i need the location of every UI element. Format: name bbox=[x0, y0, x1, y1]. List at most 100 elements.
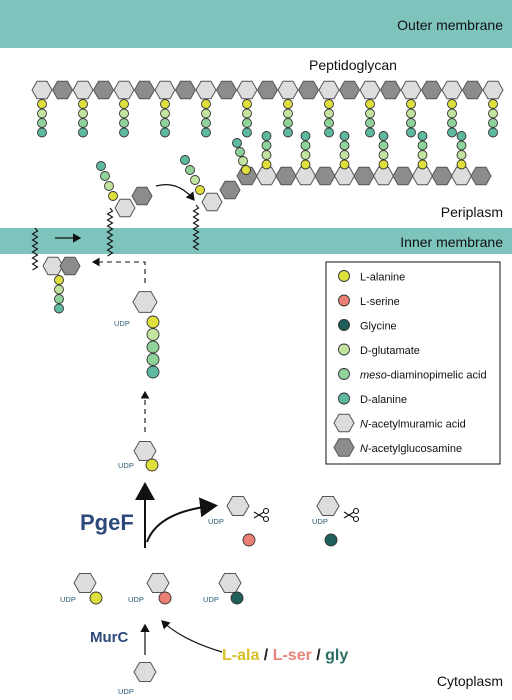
glycine-residue bbox=[324, 533, 338, 547]
stem-peptide-residue bbox=[365, 108, 375, 119]
stem-peptide-residue bbox=[242, 108, 252, 119]
stem-peptide-residue bbox=[488, 108, 498, 119]
murnac-hexagon bbox=[316, 496, 340, 516]
glcnac-hexagon bbox=[297, 80, 320, 100]
murnac-hexagon bbox=[201, 192, 223, 212]
legend-label: N-acetylglucosamine bbox=[360, 443, 462, 455]
legend-label: D-alanine bbox=[360, 394, 407, 406]
stem-peptide-residue bbox=[324, 99, 334, 109]
murnac-hexagon bbox=[294, 166, 317, 186]
amino-acid-substrates: L-ala / L-ser / gly bbox=[222, 647, 348, 664]
murnac-hexagon bbox=[482, 80, 504, 100]
stem-peptide-residue bbox=[180, 155, 190, 165]
lipid-transfer-arrow bbox=[91, 257, 146, 283]
udp-label: UDP bbox=[128, 595, 144, 604]
peptidoglycan-strand bbox=[31, 80, 504, 251]
glcnac-hexagon bbox=[431, 166, 453, 186]
stem-peptide-residue bbox=[447, 127, 457, 138]
amino-acid-label: gly bbox=[325, 647, 348, 664]
murnac-hexagon bbox=[333, 166, 356, 186]
l-serine-residue bbox=[242, 533, 256, 547]
stem-peptide-residue bbox=[119, 127, 129, 138]
stem-peptide-residue bbox=[406, 99, 416, 109]
legend-label: L-alanine bbox=[360, 272, 405, 284]
stem-peptide-residue bbox=[54, 303, 64, 314]
stem-peptide-residue bbox=[365, 118, 375, 128]
legend: L-alanineL-serineGlycineD-glutamatemeso-… bbox=[325, 261, 501, 465]
stem-peptide-residue bbox=[417, 140, 428, 151]
stem-peptide-residue bbox=[119, 108, 129, 119]
udp-label: UDP bbox=[203, 595, 219, 604]
murnac-hexagon bbox=[133, 441, 157, 461]
stem-peptide-residue bbox=[78, 108, 88, 119]
stem-peptide-residue bbox=[324, 127, 334, 138]
stem-peptide-residue bbox=[201, 108, 211, 119]
legend-label: D-glutamate bbox=[360, 345, 420, 357]
stem-peptide-residue bbox=[378, 159, 389, 170]
glcnac-hexagon bbox=[133, 80, 156, 100]
lipid-anchor bbox=[31, 227, 39, 271]
peptidoglycan-label: Peptidoglycan bbox=[309, 57, 397, 73]
stem-peptide-residue bbox=[456, 150, 467, 160]
stem-peptide-residue bbox=[37, 127, 47, 138]
murnac-hexagon bbox=[42, 256, 64, 276]
stem-peptide-residue bbox=[283, 127, 293, 138]
murnac-hexagon bbox=[372, 166, 395, 186]
stem-peptide-residue bbox=[300, 159, 311, 170]
stem-peptide-residue bbox=[456, 131, 467, 141]
stem-peptide-residue bbox=[190, 175, 200, 185]
scissors-icon bbox=[343, 507, 360, 523]
stem-peptide-residue bbox=[185, 165, 195, 175]
stem-peptide-residue bbox=[201, 118, 211, 128]
murnac-hexagon bbox=[236, 80, 258, 100]
glcnac-hexagon bbox=[338, 80, 361, 100]
glcnac-hexagon bbox=[461, 80, 484, 100]
glcnac-hexagon bbox=[392, 166, 414, 186]
stem-peptide-residue bbox=[378, 131, 389, 141]
stem-peptide-residue bbox=[242, 127, 252, 138]
legend-swatch bbox=[333, 413, 355, 433]
stem-peptide-residue bbox=[339, 131, 350, 141]
outer-membrane-label: Outer membrane bbox=[397, 17, 503, 33]
stem-peptide-residue bbox=[339, 150, 350, 160]
glcnac-hexagon bbox=[215, 80, 238, 100]
legend-swatch bbox=[338, 343, 350, 356]
stem-peptide-residue bbox=[37, 99, 47, 109]
stem-peptide-residue bbox=[78, 118, 88, 128]
murnac-hexagon bbox=[132, 291, 158, 313]
stem-peptide-residue bbox=[54, 275, 64, 285]
udp-label: UDP bbox=[312, 517, 328, 526]
stem-peptide-residue bbox=[146, 340, 160, 354]
l-serine-residue bbox=[158, 591, 172, 605]
stem-peptide-residue bbox=[119, 118, 129, 128]
glcnac-hexagon bbox=[379, 80, 402, 100]
glcnac-hexagon bbox=[92, 80, 115, 100]
stem-peptide-residue bbox=[104, 181, 114, 191]
stem-peptide-residue bbox=[406, 118, 416, 128]
murnac-hexagon bbox=[255, 166, 278, 186]
stem-peptide-residue bbox=[37, 108, 47, 119]
stem-peptide-residue bbox=[378, 150, 389, 160]
glcnac-hexagon bbox=[174, 80, 197, 100]
stem-peptide-residue bbox=[195, 185, 205, 195]
stem-peptide-residue bbox=[242, 99, 252, 109]
murnac-hexagon bbox=[441, 80, 463, 100]
glcnac-hexagon bbox=[420, 80, 443, 100]
amino-acid-label: / bbox=[312, 647, 325, 664]
glycine-residue bbox=[230, 591, 244, 605]
lipid-anchor bbox=[106, 207, 114, 257]
stem-peptide-residue bbox=[119, 99, 129, 109]
stem-peptide-residue bbox=[300, 131, 311, 141]
stem-peptide-residue bbox=[324, 118, 334, 128]
stem-peptide-residue bbox=[283, 99, 293, 109]
stem-peptide-residue bbox=[232, 138, 242, 148]
murnac-hexagon bbox=[146, 573, 170, 593]
legend-swatch bbox=[338, 392, 350, 405]
murnac-hexagon bbox=[226, 496, 250, 516]
legend-swatch bbox=[333, 438, 355, 457]
amino-acid-arrow bbox=[161, 620, 223, 653]
stem-peptide-residue bbox=[261, 140, 272, 151]
legend-label: L-serine bbox=[360, 296, 400, 308]
stem-peptide-residue bbox=[108, 191, 118, 201]
legend-label: Glycine bbox=[360, 321, 397, 333]
